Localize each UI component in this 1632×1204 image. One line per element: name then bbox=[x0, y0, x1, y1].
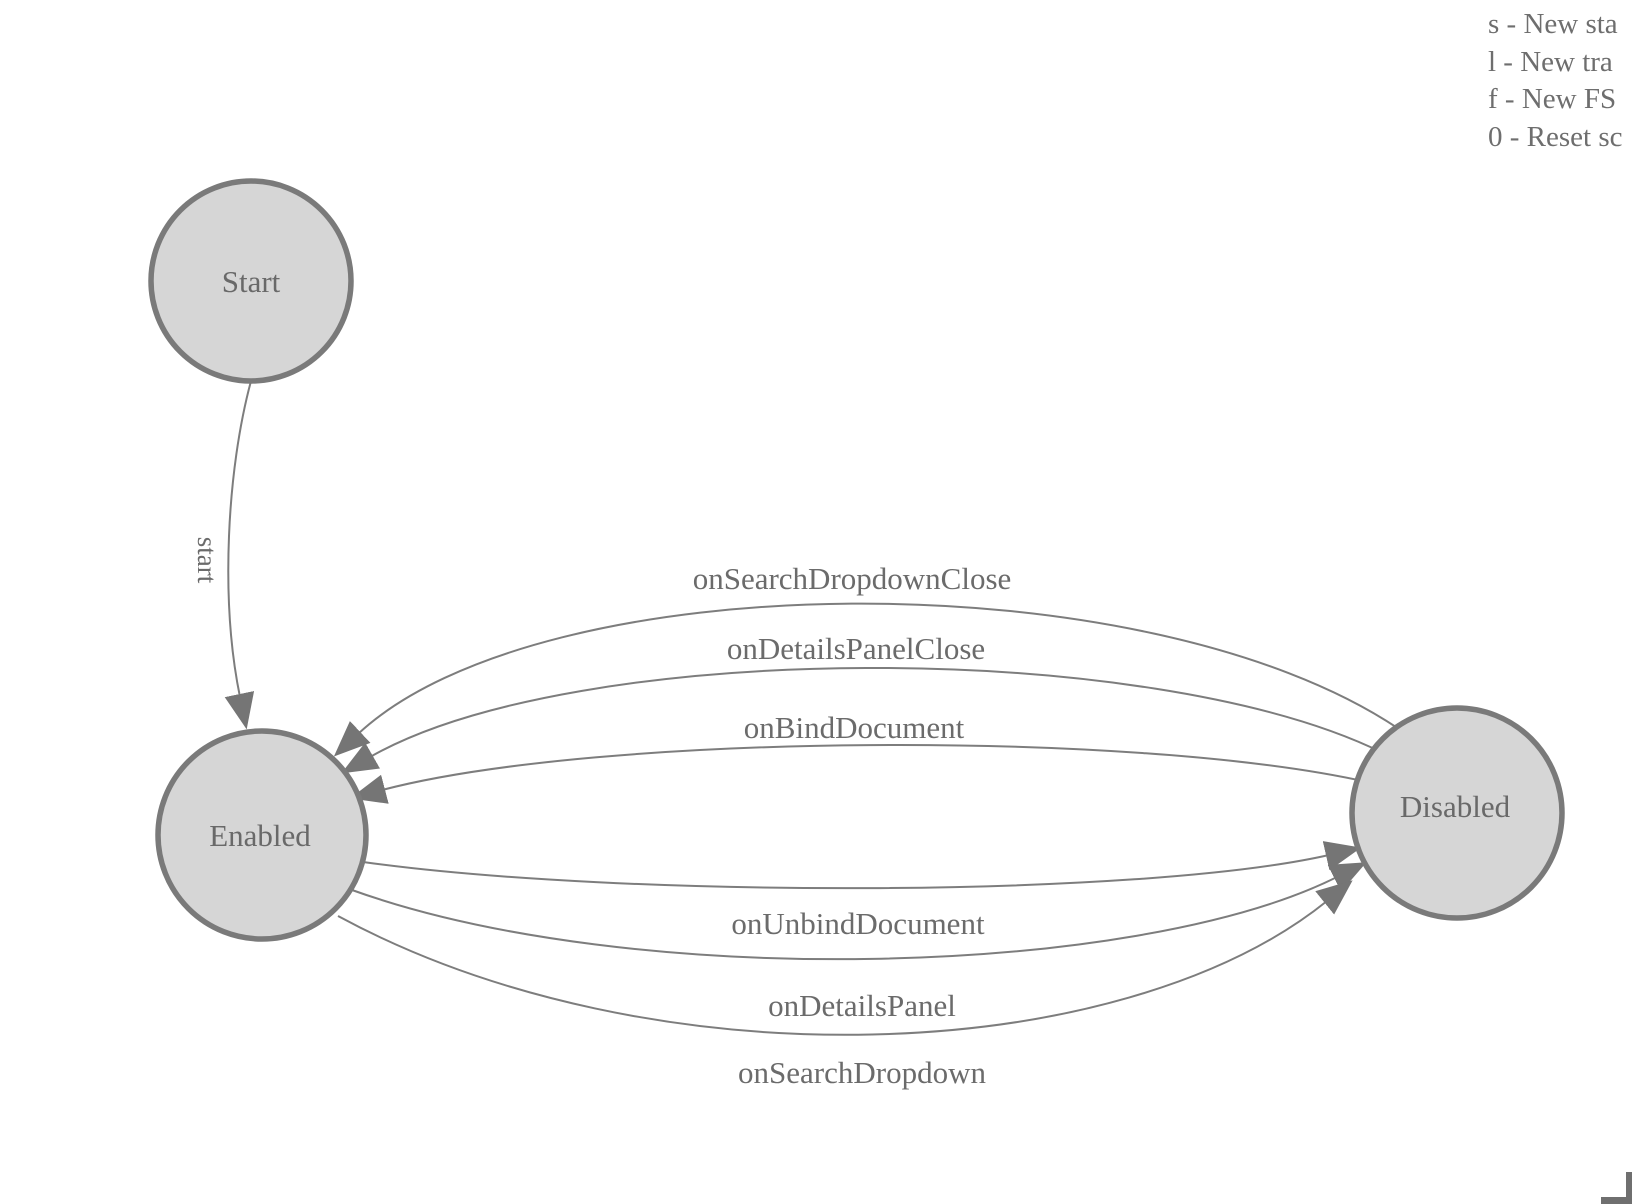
transition-label-onbinddocument: onBindDocument bbox=[744, 710, 965, 745]
transition-label-start: start bbox=[192, 537, 222, 584]
transition-edge-start[interactable] bbox=[224, 380, 255, 730]
transition-edge-ondetailspanel[interactable] bbox=[351, 862, 1367, 961]
transition-label-onsearchdropdown: onSearchDropdown bbox=[738, 1055, 986, 1090]
state-node-enabled[interactable] bbox=[155, 728, 369, 942]
shortcuts-legend: s - New sta l - New tra f - New FS 0 - R… bbox=[1488, 6, 1623, 156]
transition-label-onunbinddocument: onUnbindDocument bbox=[731, 906, 985, 941]
transition-label-ondetailspanelclose: onDetailsPanelClose bbox=[727, 631, 985, 666]
legend-line-new-state: s - New sta bbox=[1488, 8, 1618, 40]
legend-line-reset: 0 - Reset sc bbox=[1488, 120, 1623, 153]
transition-edge-onunbinddocument[interactable] bbox=[362, 841, 1362, 890]
state-label-start: Start bbox=[222, 264, 281, 299]
transition-edge-onsearchdropdown[interactable] bbox=[337, 880, 1353, 1036]
transition-edge-onbinddocument[interactable] bbox=[350, 744, 1368, 804]
state-label-enabled: Enabled bbox=[209, 818, 311, 853]
legend-line-new-transition: l - New tra bbox=[1488, 45, 1613, 78]
transition-edge-ondetailspanelclose[interactable] bbox=[341, 667, 1384, 774]
state-label-disabled: Disabled bbox=[1400, 789, 1511, 824]
transition-edge-onsearchdropdownclose[interactable] bbox=[333, 602, 1400, 757]
canvas-corner-horizontal bbox=[1601, 1197, 1632, 1204]
transition-label-onsearchdropdownclose: onSearchDropdownClose bbox=[693, 561, 1012, 596]
state-node-start[interactable] bbox=[148, 178, 354, 384]
state-node-disabled[interactable] bbox=[1349, 705, 1565, 921]
transition-label-ondetailspanel: onDetailsPanel bbox=[768, 988, 956, 1023]
canvas-corner-vertical bbox=[1626, 1172, 1632, 1204]
legend-line-new-fsm: f - New FS bbox=[1488, 83, 1617, 115]
